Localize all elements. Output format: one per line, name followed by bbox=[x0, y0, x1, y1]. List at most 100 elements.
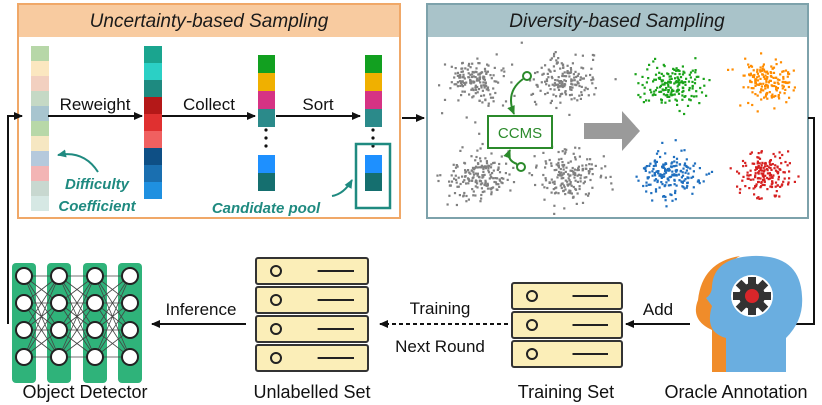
raw-cluster-point bbox=[474, 159, 477, 162]
green-cluster-point bbox=[634, 73, 637, 76]
red-cluster-point bbox=[766, 172, 769, 175]
blue-cluster-point bbox=[635, 175, 638, 178]
blue-cluster-point bbox=[666, 177, 669, 180]
raw-cluster-point bbox=[573, 97, 576, 100]
raw-cluster-point bbox=[577, 168, 580, 171]
collected-column bbox=[258, 55, 275, 191]
green-cluster-point bbox=[649, 88, 652, 91]
raw-cluster-point bbox=[564, 188, 567, 191]
raw-cluster-point bbox=[462, 73, 465, 76]
orange-cluster-point bbox=[766, 91, 769, 95]
raw-cluster-point bbox=[572, 173, 575, 176]
red-cluster-point bbox=[779, 168, 782, 171]
orange-cluster-point bbox=[792, 69, 795, 72]
blue-cluster-point bbox=[661, 183, 664, 186]
raw-cluster-point bbox=[494, 181, 498, 184]
raw-cluster-point bbox=[563, 185, 566, 189]
red-cluster-point bbox=[746, 171, 749, 174]
raw-cluster-point bbox=[497, 183, 500, 186]
raw-cluster-point bbox=[578, 155, 581, 158]
raw-cluster-point bbox=[461, 70, 464, 73]
difficulty-label-line2: Coefficient bbox=[58, 198, 136, 215]
oracle-head-icon bbox=[695, 255, 803, 372]
collected-cell bbox=[258, 155, 275, 173]
blue-cluster-point bbox=[691, 175, 695, 178]
raw-cluster-point bbox=[472, 168, 476, 171]
green-cluster-point bbox=[641, 83, 644, 87]
raw-cluster-point bbox=[478, 132, 481, 135]
raw-cluster-point bbox=[571, 62, 574, 65]
orange-cluster-point bbox=[779, 91, 782, 94]
raw-cluster-point bbox=[564, 90, 567, 93]
raw-cluster-point bbox=[470, 82, 473, 85]
blue-cluster-point bbox=[675, 184, 678, 187]
green-cluster-point bbox=[681, 94, 684, 97]
red-cluster-point bbox=[759, 167, 762, 170]
raw-cluster-point bbox=[573, 176, 576, 179]
uncertainty-panel-frame bbox=[17, 3, 401, 219]
raw-cluster-point bbox=[483, 190, 486, 193]
blue-cluster-point bbox=[682, 167, 685, 170]
orange-cluster-point bbox=[776, 87, 779, 90]
blue-cluster-point bbox=[647, 176, 650, 179]
red-cluster-point bbox=[761, 183, 764, 186]
raw-cluster-point bbox=[591, 173, 594, 176]
raw-cluster-point bbox=[569, 71, 572, 74]
raw-cluster-point bbox=[587, 194, 590, 197]
blue-cluster-point bbox=[645, 165, 648, 168]
raw-cluster-point bbox=[471, 179, 474, 182]
red-cluster-point bbox=[744, 185, 747, 188]
blue-cluster-point bbox=[653, 160, 656, 163]
raw-cluster-point bbox=[574, 156, 577, 159]
raw-cluster-point bbox=[462, 194, 465, 197]
raw-cluster-point bbox=[574, 172, 577, 175]
blue-cluster-point bbox=[675, 161, 679, 164]
raw-cluster-point bbox=[482, 81, 485, 84]
red-cluster-point bbox=[783, 171, 786, 174]
raw-cluster-point bbox=[487, 104, 490, 107]
blue-cluster-point bbox=[649, 183, 652, 186]
raw-cluster-point bbox=[594, 87, 597, 90]
blue-cluster-point bbox=[702, 180, 705, 183]
green-cluster-point bbox=[668, 81, 671, 84]
raw-cluster-point bbox=[572, 73, 575, 76]
red-cluster-point bbox=[741, 159, 745, 163]
raw-cluster-point bbox=[450, 65, 453, 68]
raw-cluster-point bbox=[465, 116, 468, 119]
red-cluster-point bbox=[760, 181, 763, 184]
blue-cluster-point bbox=[669, 175, 673, 178]
raw-cluster-point bbox=[500, 69, 503, 72]
green-cluster-point bbox=[683, 95, 686, 98]
raw-cluster-point bbox=[480, 166, 483, 169]
raw-cluster-point bbox=[552, 188, 555, 191]
raw-cluster-point bbox=[509, 189, 512, 192]
green-cluster-point bbox=[653, 90, 656, 93]
red-cluster-point bbox=[755, 184, 758, 187]
raw-cluster-point bbox=[581, 167, 584, 170]
red-cluster-point bbox=[757, 196, 760, 199]
green-cluster-point bbox=[660, 101, 663, 104]
red-cluster-point bbox=[770, 176, 773, 179]
green-cluster-point bbox=[670, 91, 673, 94]
add-label: Add bbox=[643, 300, 673, 319]
collect-label: Collect bbox=[183, 95, 235, 114]
green-cluster-point bbox=[678, 81, 681, 84]
raw-cluster-point bbox=[576, 80, 579, 83]
orange-cluster-point bbox=[756, 76, 759, 79]
weight-cell bbox=[31, 61, 49, 76]
orange-cluster-point bbox=[743, 74, 746, 77]
detector-edge bbox=[94, 275, 131, 331]
blue-cluster-point bbox=[663, 172, 666, 175]
raw-cluster-point bbox=[578, 147, 581, 150]
raw-cluster-point bbox=[446, 203, 449, 206]
green-cluster-point bbox=[662, 63, 665, 66]
raw-cluster-point bbox=[567, 173, 570, 176]
raw-cluster-point bbox=[553, 88, 556, 91]
raw-cluster-point bbox=[550, 164, 553, 167]
red-cluster-point bbox=[760, 166, 763, 169]
orange-cluster-point bbox=[779, 73, 782, 76]
next-round-label: Next Round bbox=[395, 337, 485, 356]
raw-cluster-point bbox=[535, 103, 538, 106]
red-cluster-point bbox=[769, 159, 772, 162]
raw-cluster-point bbox=[578, 84, 581, 88]
